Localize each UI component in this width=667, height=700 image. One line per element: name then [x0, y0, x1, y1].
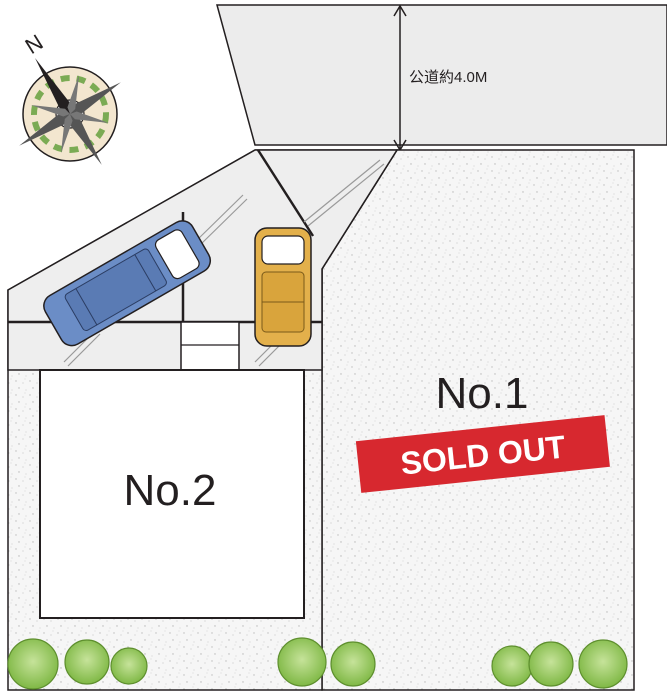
- road-width-label: 公道約4.0M: [409, 69, 487, 86]
- trees: [7, 637, 628, 690]
- tree-icon: [7, 638, 59, 690]
- car-yellow-icon: [254, 227, 312, 347]
- sold-out-badge: SOLD OUT: [355, 415, 610, 493]
- tree-icon: [528, 641, 574, 687]
- car-blue-icon: [43, 220, 212, 347]
- tree-icon: [110, 647, 148, 685]
- lot-1-label: No.1: [436, 369, 529, 418]
- public-road: [216, 4, 667, 146]
- building-2: [39, 369, 305, 619]
- tree-icon: [330, 641, 376, 687]
- tree-icon: [491, 645, 533, 687]
- tree-icon: [277, 637, 327, 687]
- lot-2-label: No.2: [124, 466, 217, 515]
- tree-icon: [578, 639, 628, 689]
- tree-icon: [64, 639, 110, 685]
- north-label: N: [21, 29, 48, 59]
- compass-rose-icon: [19, 58, 121, 165]
